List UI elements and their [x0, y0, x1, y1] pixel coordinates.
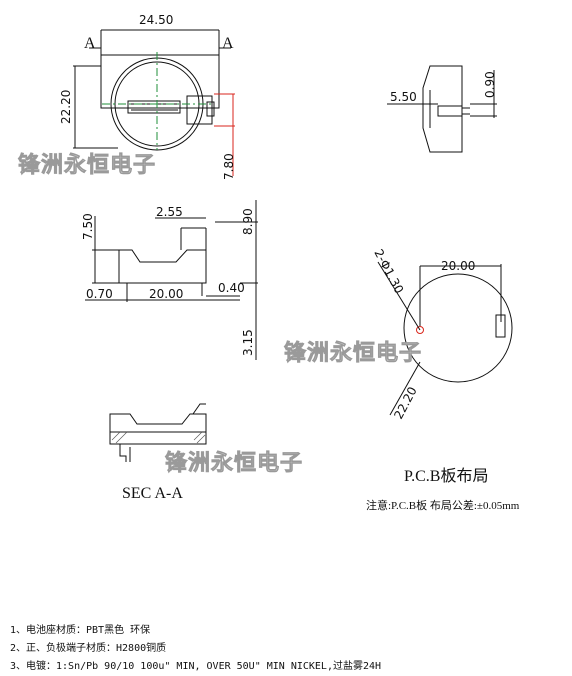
- front-view-body: [118, 249, 207, 284]
- dim-pcb-hole: 2-Φ1.30: [371, 247, 406, 296]
- watermark-2: 锋洲永恒电子: [284, 340, 422, 366]
- dim-front-right: 0.40: [218, 281, 245, 295]
- dim-front-height: 7.50: [81, 213, 95, 240]
- top-view-centerlines: [102, 52, 212, 150]
- dim-top-thickness: 7.80: [222, 153, 236, 180]
- dim-pcb-diameter: 22.20: [391, 384, 419, 421]
- top-view-tab: [186, 95, 213, 125]
- note-3: 3、电镀：1:Sn/Pb 90/10 100u" MIN, OVER 50U" …: [10, 661, 382, 672]
- pcb-layout: [377, 261, 513, 416]
- pcb-outline-circle: [403, 273, 513, 383]
- side-view-body: [422, 65, 463, 153]
- section-view-body: [109, 413, 207, 445]
- watermark-1: 锋洲永恒电子: [18, 152, 156, 178]
- pcb-note: 注意:P.C.B板 布局公差:±0.05mm: [366, 498, 520, 512]
- dim-front-left: 0.70: [86, 287, 113, 301]
- section-mark-left: A: [84, 35, 96, 52]
- section-mark-right: A: [222, 35, 234, 52]
- top-view-terminal: [127, 100, 181, 114]
- dim-pcb-span: 20.00: [441, 259, 475, 273]
- section-view: [109, 403, 207, 462]
- section-hatch: [111, 431, 206, 444]
- top-view-body: [100, 54, 220, 109]
- dim-front-span: 20.00: [149, 287, 183, 301]
- dim-top-width: 24.50: [139, 13, 173, 27]
- dim-front-total-height: 8.90: [241, 208, 255, 235]
- note-2: 2、正、负极端子材质：H2800铜质: [10, 643, 167, 654]
- pcb-hole-left: [416, 326, 424, 334]
- pcb-title: P.C.B板布局: [404, 467, 488, 485]
- section-label: SEC A-A: [122, 485, 183, 502]
- side-view: [387, 65, 497, 153]
- dim-front-pin-length: 3.15: [241, 329, 255, 356]
- dim-side-pin-thickness: 0.90: [483, 71, 497, 98]
- notes-list: 1、电池座材质：PBT黑色 环保 2、正、负极端子材质：H2800铜质 3、电镀…: [10, 622, 560, 676]
- dim-front-depth: 2.55: [156, 205, 183, 219]
- dim-side-pin: 5.50: [390, 90, 417, 104]
- front-view: [85, 200, 258, 360]
- watermark-3: 锋洲永恒电子: [165, 450, 303, 476]
- dim-top-height: 22.20: [59, 90, 73, 124]
- note-1: 1、电池座材质：PBT黑色 环保: [10, 625, 151, 636]
